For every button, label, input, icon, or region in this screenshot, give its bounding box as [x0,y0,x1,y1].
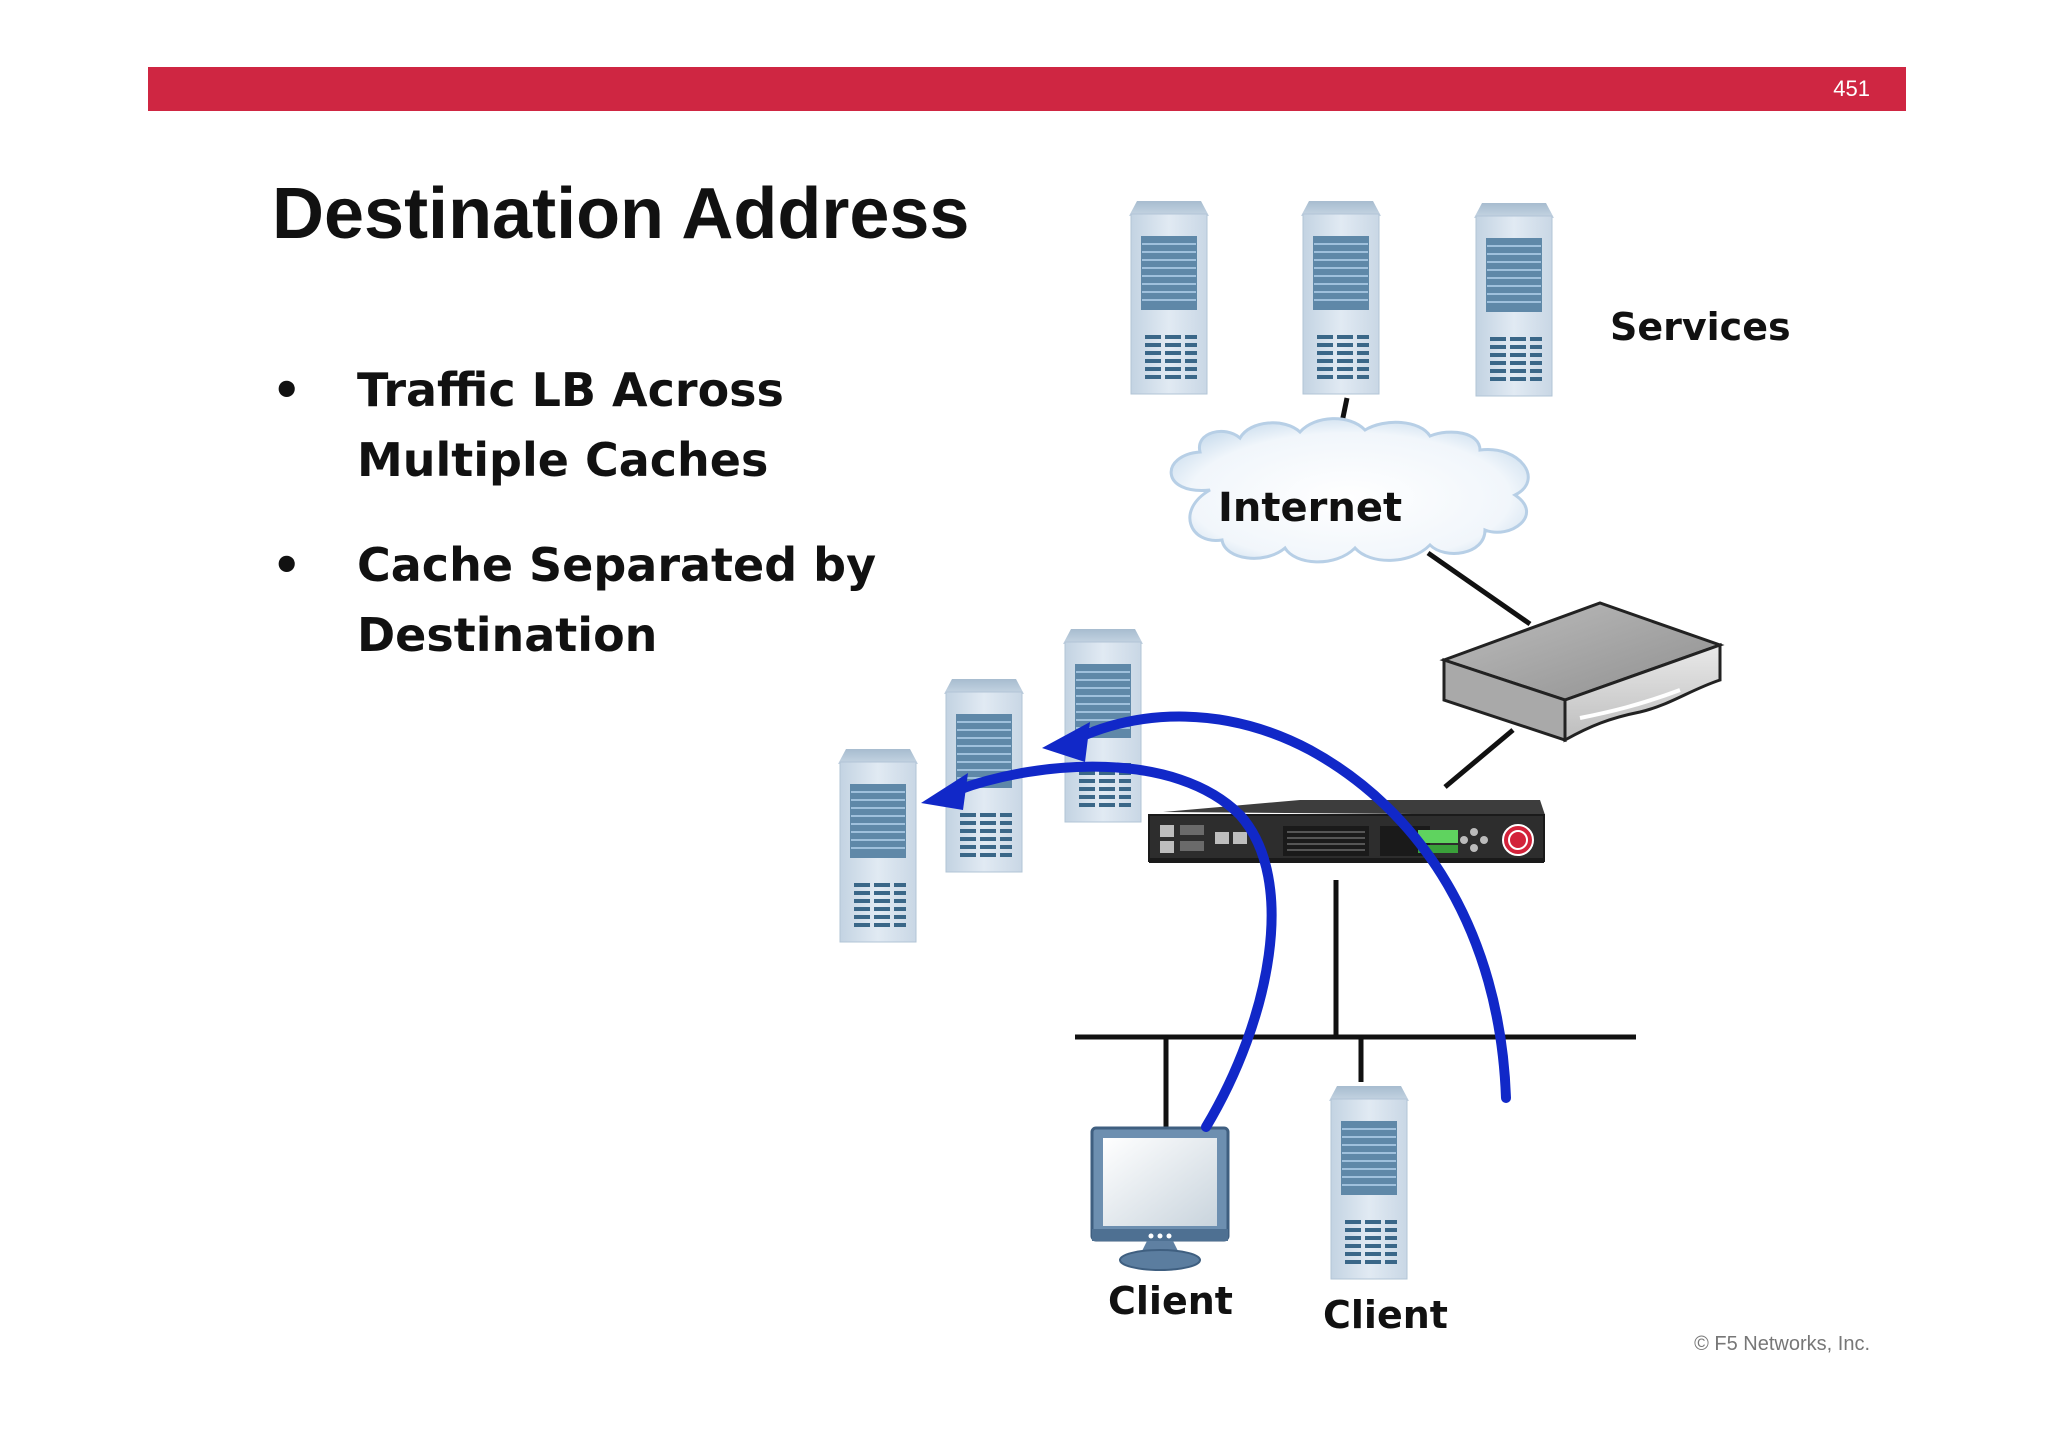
router-link-line [1443,728,1515,789]
slide-number: 451 [1833,76,1870,101]
copyright-notice: © F5 Networks, Inc. [1694,1333,1870,1355]
bullet-marker: • [272,363,302,417]
internet-cloud-icon [1169,417,1530,564]
cache-server-icon [837,748,919,943]
flow-arrows [921,711,1511,1132]
bullet-marker: • [272,538,302,592]
router-icon [1439,601,1725,743]
flow-arrow-line [1073,711,1511,1103]
service-server-icon [1128,200,1210,395]
services-label: Services [1610,305,1791,349]
bullet-text: Traffic LB Across Multiple Caches [357,363,784,487]
client-server-icon [1328,1085,1410,1280]
service-server-icon [1300,200,1382,395]
arrowhead-icon [921,773,968,810]
slide-title: Destination Address [272,174,970,254]
service-server-icon [1473,202,1555,397]
flow-arrow-line [953,761,1277,1132]
client-label: Client [1323,1293,1448,1337]
internet-link-line [1426,550,1532,627]
bullet-text: Cache Separated by Destination [357,538,877,662]
arrowhead-icon [1042,722,1090,762]
header-bar: 451 [148,67,1906,111]
load-balancer-icon [1148,800,1545,863]
client-monitor-icon [1090,1126,1230,1271]
client-label: Client [1108,1279,1233,1323]
internet-label: Internet [1218,485,1402,531]
